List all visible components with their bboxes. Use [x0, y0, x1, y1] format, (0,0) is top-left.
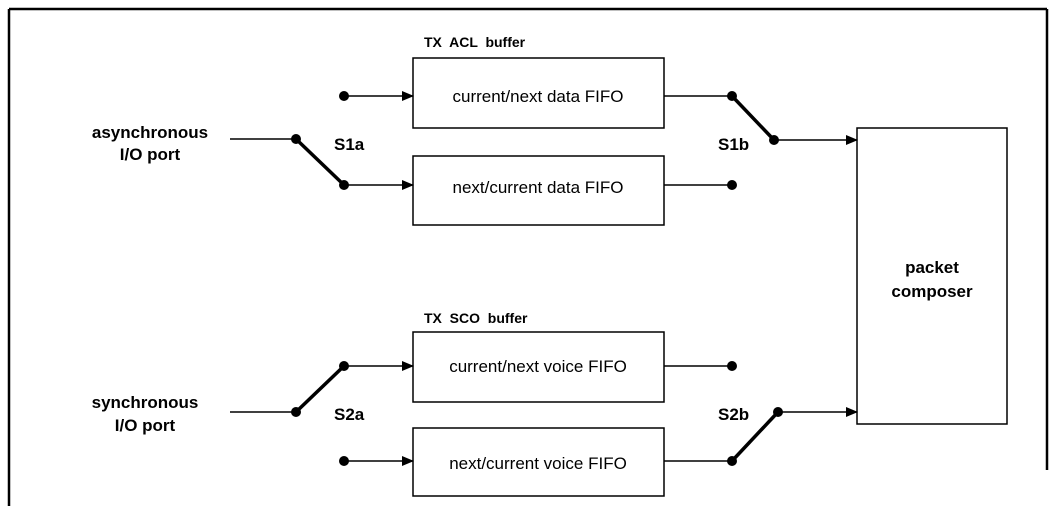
packet-composer-label-line1: packet: [905, 258, 959, 277]
switch-s2a-label: S2a: [334, 405, 365, 424]
async-port-label-line1: asynchronous: [92, 123, 208, 142]
s1a-contact-top-dot: [339, 91, 349, 101]
fifo-sco-1-label: current/next voice FIFO: [449, 357, 627, 376]
s2b-contact-bottom-dot: [727, 456, 737, 466]
switch-s1b-label: S1b: [718, 135, 749, 154]
s2a-switch-arm: [294, 364, 346, 414]
fifo-sco-1: current/next voice FIFO: [412, 331, 665, 403]
switch-s2b-label: S2b: [718, 405, 749, 424]
s1a-switch-arm: [294, 137, 346, 187]
s2b-contact-top-dot: [727, 361, 737, 371]
packet-composer: packet composer: [856, 127, 1008, 425]
sync-port-label-line1: synchronous: [92, 393, 199, 412]
fifo-sco-2: next/current voice FIFO: [412, 427, 665, 497]
async-port-label-line2: I/O port: [120, 145, 181, 164]
s1a-pivot-dot: [291, 134, 301, 144]
fifo-sco-2-label: next/current voice FIFO: [449, 454, 627, 473]
switch-s1a-label: S1a: [334, 135, 365, 154]
s1b-contact-bottom-dot: [727, 180, 737, 190]
s2a-contact-bottom-dot: [339, 456, 349, 466]
packet-composer-label-line2: composer: [891, 282, 973, 301]
s1a-contact-bottom-dot: [339, 180, 349, 190]
fifo-acl-1-label: current/next data FIFO: [452, 87, 623, 106]
fifo-acl-2: next/current data FIFO: [412, 155, 665, 226]
s1b-pivot-dot: [769, 135, 779, 145]
diagram-border: [7, 7, 1049, 506]
s2b-pivot-dot: [773, 407, 783, 417]
sync-port-label-line2: I/O port: [115, 416, 176, 435]
s2a-contact-top-dot: [339, 361, 349, 371]
s2a-pivot-dot: [291, 407, 301, 417]
fifo-acl-1: current/next data FIFO: [412, 57, 665, 129]
fifo-acl-2-label: next/current data FIFO: [452, 178, 623, 197]
tx-acl-buffer-label: TX ACL buffer: [424, 34, 526, 50]
s1b-switch-arm: [730, 94, 776, 142]
s2b-switch-arm: [730, 410, 780, 463]
s1b-contact-top-dot: [727, 91, 737, 101]
tx-sco-buffer-label: TX SCO buffer: [424, 310, 528, 326]
